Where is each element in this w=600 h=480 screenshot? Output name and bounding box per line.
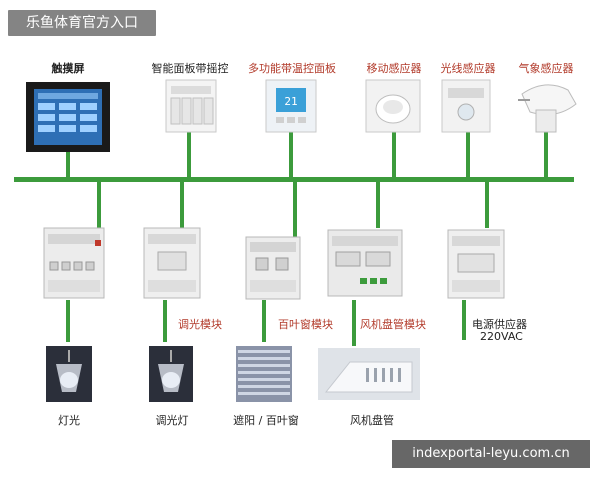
motion-sensor-icon — [365, 79, 421, 133]
connector-touchscreen — [66, 152, 70, 178]
connector-power-out — [462, 300, 466, 340]
connector-motion-sensor — [392, 132, 396, 178]
weather-sensor-icon — [518, 84, 577, 133]
bus-line — [14, 177, 574, 182]
lamp-icon — [46, 346, 92, 402]
label-smart-panel: 智能面板带摇控 — [151, 62, 229, 75]
connector-power-supply — [485, 182, 489, 228]
label-blind-module: 百叶窗模块 — [278, 318, 333, 331]
touchscreen-icon — [26, 82, 110, 152]
label-light-sensor: 光线感应器 — [440, 62, 496, 75]
fan-coil-module-icon — [327, 229, 403, 297]
fan-coil-icon — [318, 348, 420, 400]
connector-blind-module — [293, 182, 297, 237]
switch-actuator-icon — [43, 227, 105, 299]
label-power-voltage: 220VAC — [480, 330, 523, 343]
connector-lamp — [66, 300, 70, 342]
power-supply-icon — [447, 229, 505, 299]
connector-thermostat-panel — [289, 132, 293, 178]
label-lamp: 灯光 — [58, 414, 80, 427]
dimmable-lamp-icon — [149, 346, 193, 402]
label-power-supply: 电源供应器 — [472, 318, 527, 331]
label-thermostat-panel: 多功能带温控面板 — [248, 62, 336, 75]
watermark: indexportal-leyu.com.cn — [392, 440, 590, 468]
blinds-icon — [236, 346, 292, 402]
connector-dimmer-module — [180, 182, 184, 228]
label-weather-sensor: 气象感应器 — [518, 62, 574, 75]
connector-smart-panel — [187, 132, 191, 178]
label-motion-sensor: 移动感应器 — [366, 62, 422, 75]
label-dimmable-lamp: 调光灯 — [155, 414, 189, 427]
label-fan-coil-module: 风机盘管模块 — [360, 318, 426, 331]
smart-panel-icon — [165, 79, 217, 133]
connector-fan-coil-module — [376, 182, 380, 228]
connector-switch-actuator — [97, 182, 101, 228]
label-blinds: 遮阳 / 百叶窗 — [233, 414, 299, 427]
label-fan-coil: 风机盘管 — [350, 414, 394, 427]
svg-text:21: 21 — [284, 95, 297, 108]
connector-blinds — [262, 300, 266, 342]
label-touchscreen: 触摸屏 — [51, 62, 85, 75]
thermostat-panel-icon: 21 — [265, 79, 317, 133]
connector-light-sensor — [466, 132, 470, 178]
label-dimmer-module: 调光模块 — [178, 318, 222, 331]
connector-dimmable-lamp — [163, 300, 167, 342]
connector-weather-sensor — [544, 132, 548, 178]
light-sensor-icon — [441, 79, 491, 133]
dimmer-module-icon — [143, 227, 201, 299]
blind-module-icon — [245, 236, 301, 300]
connector-fan-coil — [352, 300, 356, 346]
title-badge: 乐鱼体育官方入口 — [8, 10, 156, 36]
